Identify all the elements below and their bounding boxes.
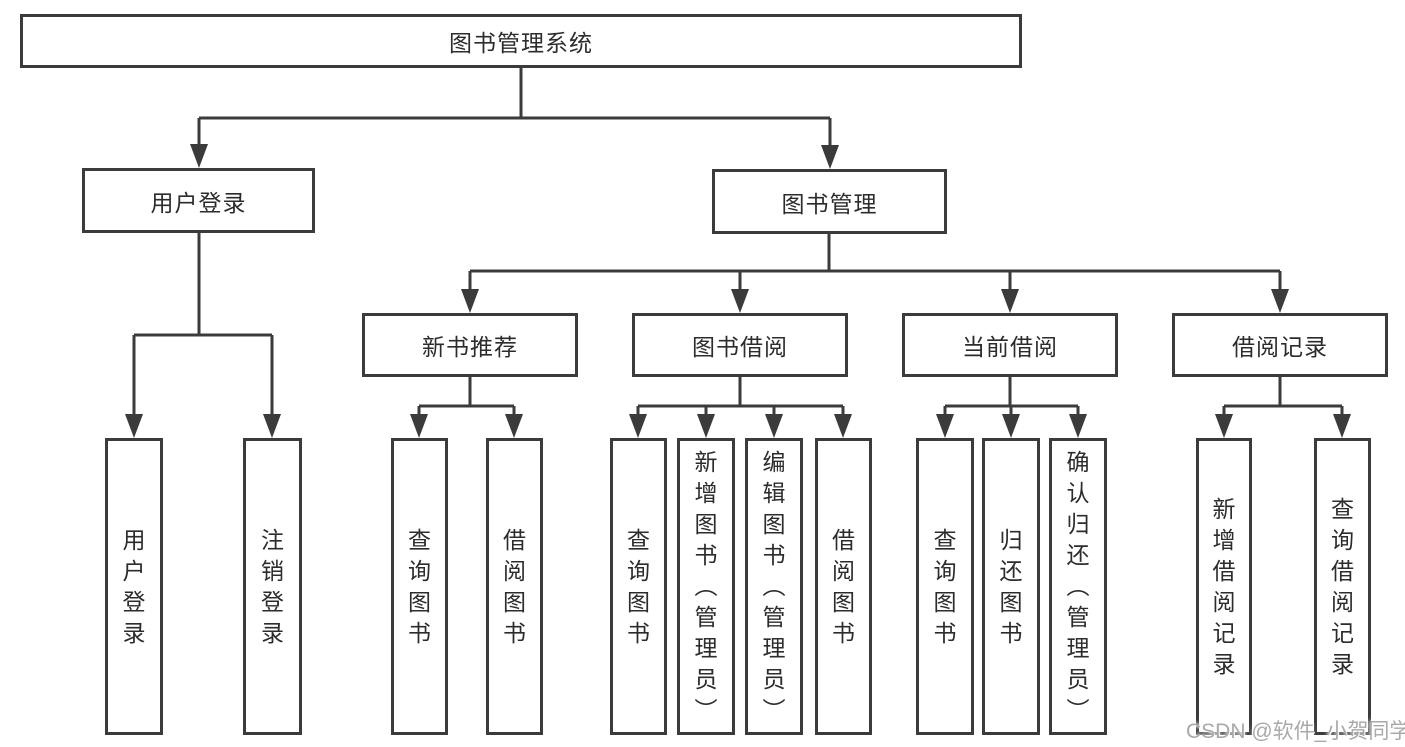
node-label: 查询借阅记录 — [1331, 495, 1354, 677]
node-user-login: 用户登录 — [82, 168, 315, 233]
node-label: 借阅记录 — [1232, 334, 1328, 360]
node-label: 新书推荐 — [422, 334, 518, 360]
node-book-management: 图书管理 — [712, 169, 947, 234]
node-label: 借阅图书 — [503, 526, 526, 646]
node-label: 图书管理系统 — [449, 30, 593, 56]
node-label: 新增图书︵管理员︶ — [694, 449, 718, 723]
leaf-borrow-books-recommend: 借阅图书 — [486, 438, 543, 735]
node-label: 注销登录 — [261, 526, 284, 646]
leaf-edit-book-admin: 编辑图书︵管理员︶ — [745, 438, 803, 735]
node-new-book-recommend: 新书推荐 — [362, 313, 578, 377]
leaf-query-books-current: 查询图书 — [916, 438, 974, 735]
node-label: 用户登录 — [122, 526, 146, 646]
node-label: 借阅图书 — [832, 526, 855, 646]
leaf-return-book: 归还图书 — [982, 438, 1040, 735]
node-label: 查询图书 — [627, 526, 650, 646]
node-borrowing-records: 借阅记录 — [1172, 313, 1388, 377]
node-label: 图书管理 — [781, 190, 878, 217]
node-label: 查询图书 — [933, 526, 957, 646]
leaf-add-book-admin: 新增图书︵管理员︶ — [677, 438, 735, 735]
leaf-user-login: 用户登录 — [105, 438, 163, 735]
node-label: 图书借阅 — [692, 334, 788, 360]
node-library-management-system: 图书管理系统 — [20, 14, 1022, 68]
leaf-query-books-borrowing: 查询图书 — [610, 438, 667, 735]
node-label: 查询图书 — [408, 526, 431, 646]
node-book-borrowing: 图书借阅 — [632, 313, 848, 377]
node-label: 归还图书 — [999, 526, 1023, 646]
leaf-logout: 注销登录 — [243, 438, 302, 735]
leaf-query-books-recommend: 查询图书 — [391, 438, 448, 735]
leaf-query-borrow-record: 查询借阅记录 — [1314, 438, 1371, 735]
node-current-borrowing: 当前借阅 — [902, 313, 1118, 377]
leaf-confirm-return-admin: 确认归还︵管理员︶ — [1049, 438, 1107, 735]
node-label: 新增借阅记录 — [1212, 495, 1236, 677]
node-label: 当前借阅 — [962, 334, 1058, 360]
node-label: 用户登录 — [150, 189, 247, 216]
leaf-borrow-books-borrowing: 借阅图书 — [815, 438, 872, 735]
node-label: 编辑图书︵管理员︶ — [762, 449, 786, 723]
leaf-add-borrow-record: 新增借阅记录 — [1196, 438, 1252, 735]
csdn-watermark: CSDN @软件_小贺同学 — [1186, 720, 1405, 743]
node-label: 确认归还︵管理员︶ — [1066, 449, 1090, 723]
